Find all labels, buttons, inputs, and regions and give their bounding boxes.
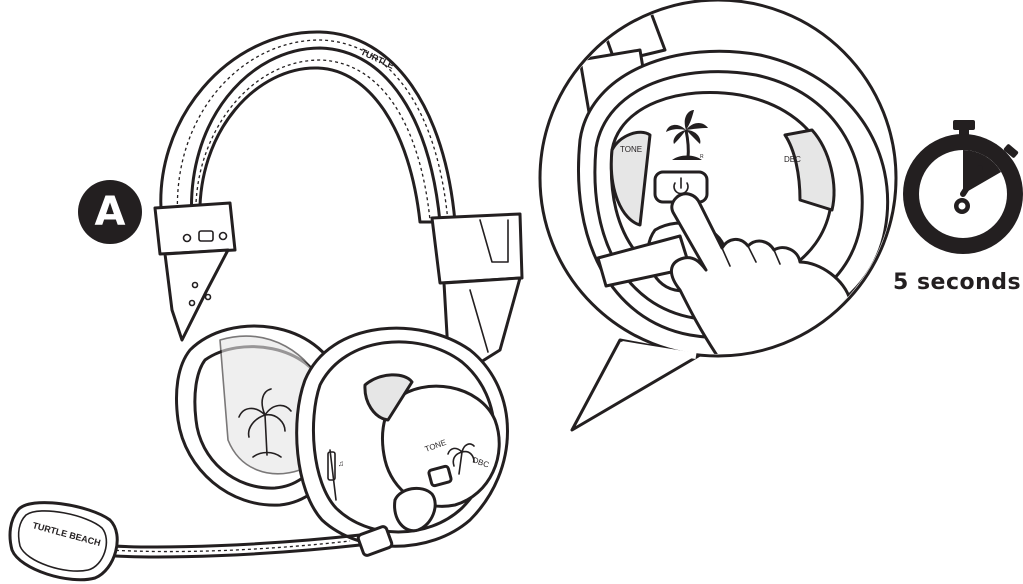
- zoom-tone-label: TONE: [620, 145, 642, 154]
- timer-duration-label: 5 seconds: [893, 270, 1021, 295]
- headset-illustration: TURTLE TONE DBC: [155, 32, 522, 546]
- stopwatch-icon: [903, 120, 1023, 254]
- zoom-dbc-label: DBC: [784, 155, 801, 164]
- svg-text:R: R: [700, 154, 704, 160]
- callout-badge: A: [78, 180, 142, 244]
- zoom-callout-panel: TONE DBC R: [540, 0, 896, 430]
- svg-text:♫: ♫: [338, 459, 344, 468]
